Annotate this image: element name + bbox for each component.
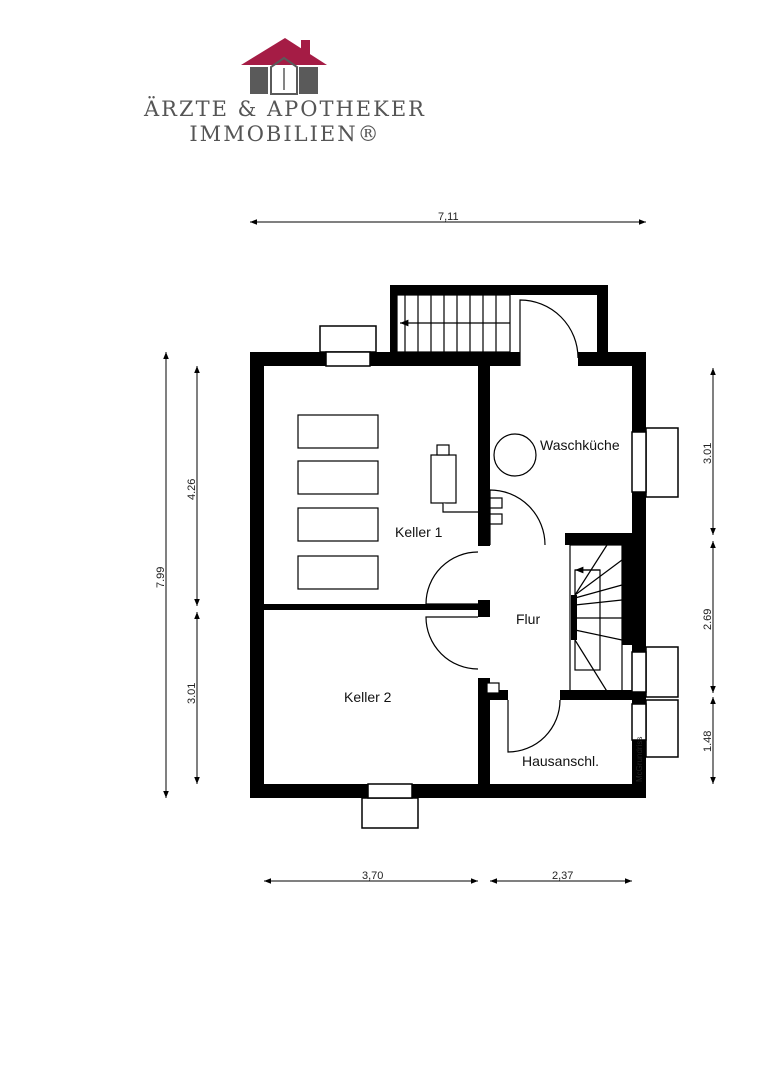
dim-left-total: 7.99 — [155, 567, 167, 588]
dim-right-lower: 1.48 — [702, 731, 714, 752]
logo-house-icon — [241, 38, 327, 95]
dim-left-lower: 3.01 — [186, 683, 198, 704]
doors — [425, 299, 579, 753]
credit: McGrundriss — [635, 737, 644, 782]
room-label-hausanschl: Hausanschl. — [522, 753, 599, 769]
washing-machine — [493, 433, 537, 477]
shelf — [297, 460, 379, 495]
room-label-keller1: Keller 1 — [395, 524, 443, 540]
fixtures — [297, 414, 537, 694]
stairs — [396, 294, 623, 694]
boiler — [430, 454, 457, 504]
dim-right-middle: 2.69 — [702, 609, 714, 630]
dim-bottom-left: 3,70 — [362, 870, 383, 882]
dim-left-upper: 4.26 — [186, 479, 198, 500]
logo-line-1: ÄRZTE & APOTHEKER — [144, 97, 426, 121]
dimension-lines — [163, 219, 716, 884]
dim-top: 7,11 — [438, 211, 459, 223]
room-label-keller2: Keller 2 — [344, 689, 392, 705]
dim-bottom-right: 2,37 — [552, 870, 573, 882]
logo-line-2: IMMOBILIEN® — [189, 122, 381, 146]
shelf — [297, 555, 379, 590]
room-label-waschkueche: Waschküche — [540, 437, 620, 453]
windows — [319, 325, 679, 829]
shelf — [297, 414, 379, 449]
room-label-flur: Flur — [516, 611, 540, 627]
shelf — [297, 507, 379, 542]
dim-right-upper: 3.01 — [702, 443, 714, 464]
